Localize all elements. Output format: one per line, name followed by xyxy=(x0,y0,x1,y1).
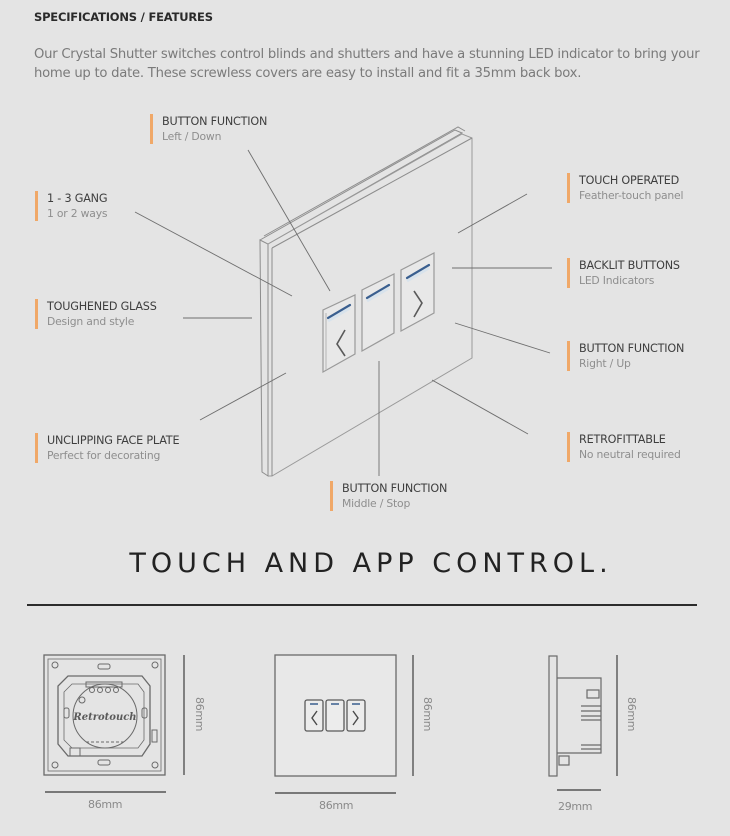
back-view-height-label: 86mm xyxy=(193,697,206,732)
chevron-right-icon xyxy=(413,290,423,318)
chevron-right-icon xyxy=(352,710,359,726)
feature-touch-operated: TOUCH OPERATED Feather-touch panel xyxy=(567,173,683,203)
feature-title: BUTTON FUNCTION xyxy=(342,482,448,495)
side-view-depth-label: 29mm xyxy=(558,800,593,813)
feature-toughened-glass: TOUGHENED GLASS Design and style xyxy=(35,299,157,329)
feature-title: TOUCH OPERATED xyxy=(579,174,680,187)
feature-button-function-right: BUTTON FUNCTION Right / Up xyxy=(567,341,684,371)
feature-title: UNCLIPPING FACE PLATE xyxy=(47,434,180,447)
heading-divider xyxy=(27,604,697,606)
touch-app-control-heading: TOUCH AND APP CONTROL. xyxy=(129,548,613,579)
back-view-width-label: 86mm xyxy=(88,798,123,811)
button-right xyxy=(400,252,435,333)
intro-paragraph: Our Crystal Shutter switches control bli… xyxy=(34,47,700,81)
chevron-left-icon xyxy=(311,710,318,726)
button-middle xyxy=(361,273,395,353)
front-view-height-label: 86mm xyxy=(421,697,434,732)
feature-title: RETROFITTABLE xyxy=(579,433,666,446)
feature-retrofittable: RETROFITTABLE No neutral required xyxy=(567,432,681,462)
feature-title: BUTTON FUNCTION xyxy=(162,115,268,128)
feature-subtitle: Right / Up xyxy=(579,357,631,370)
feature-title: BACKLIT BUTTONS xyxy=(579,259,680,272)
switch-isometric-illustration xyxy=(134,126,552,477)
feature-gang: 1 - 3 GANG 1 or 2 ways xyxy=(35,191,108,221)
feature-subtitle: Design and style xyxy=(47,315,135,328)
chevron-left-icon xyxy=(336,329,346,357)
feature-subtitle: Feather-touch panel xyxy=(579,189,684,202)
button-left xyxy=(322,294,356,374)
led-indicator-middle xyxy=(365,283,391,300)
feature-title: BUTTON FUNCTION xyxy=(579,342,685,355)
feature-subtitle: Middle / Stop xyxy=(342,497,411,510)
feature-subtitle: No neutral required xyxy=(579,448,681,461)
feature-backlit-buttons: BACKLIT BUTTONS LED Indicators xyxy=(567,258,680,288)
led-indicator-right xyxy=(405,263,431,280)
feature-subtitle: Perfect for decorating xyxy=(47,449,161,462)
feature-button-function-left: BUTTON FUNCTION Left / Down xyxy=(150,114,267,144)
led-indicator-left xyxy=(326,303,352,320)
feature-subtitle: LED Indicators xyxy=(579,274,655,287)
feature-title: 1 - 3 GANG xyxy=(47,192,108,205)
feature-button-function-middle: BUTTON FUNCTION Middle / Stop xyxy=(330,481,447,511)
front-view-width-label: 86mm xyxy=(319,799,354,812)
feature-subtitle: 1 or 2 ways xyxy=(47,207,108,220)
side-view-height-label: 86mm xyxy=(625,697,638,732)
retrotouch-logo: Retrotouch xyxy=(72,712,136,723)
feature-subtitle: Left / Down xyxy=(162,130,222,143)
feature-unclipping-face-plate: UNCLIPPING FACE PLATE Perfect for decora… xyxy=(35,433,180,463)
feature-title: TOUGHENED GLASS xyxy=(47,300,157,313)
section-title: SPECIFICATIONS / FEATURES xyxy=(34,10,213,24)
